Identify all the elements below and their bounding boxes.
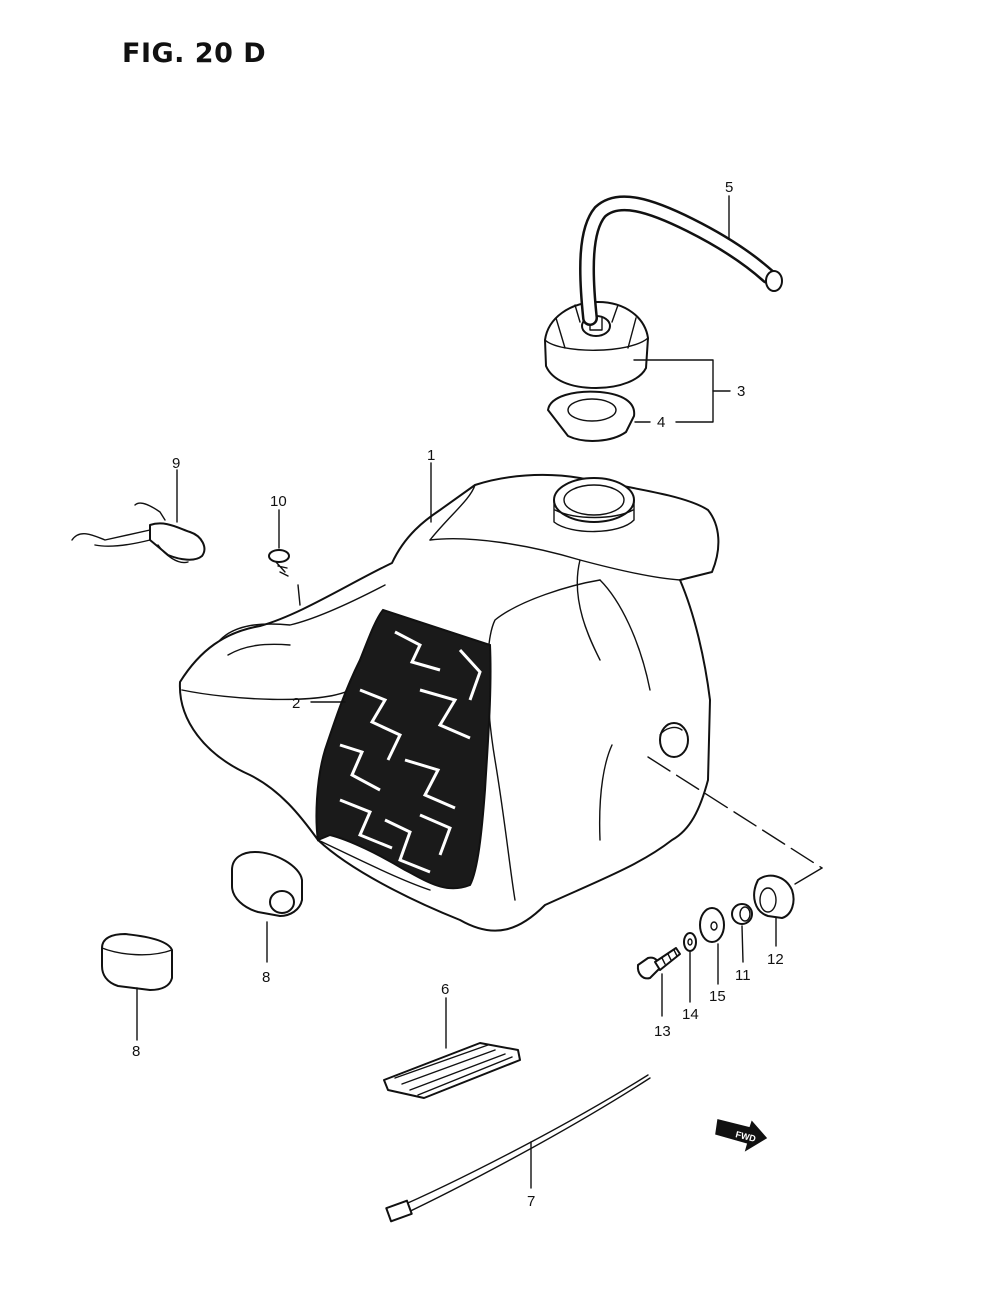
- collar: [731, 903, 753, 925]
- cushion-right: [231, 851, 303, 917]
- tank-bracket: [71, 502, 206, 564]
- callout-9: 9: [172, 455, 180, 472]
- fwd-arrow: FWD: [715, 1119, 768, 1152]
- callout-13: 13: [654, 1023, 671, 1040]
- callout-15: 15: [709, 988, 726, 1005]
- callout-5: 5: [725, 179, 733, 196]
- tank-decal: [315, 608, 492, 890]
- callout-labels: 1 2 3 4 5 6 7 8 8 9 10 11 12 13 14 15: [132, 179, 784, 1210]
- cable-tie: [385, 1074, 651, 1223]
- cap-gasket: [547, 390, 636, 442]
- callout-14: 14: [682, 1006, 699, 1023]
- washer-large: [699, 907, 725, 943]
- callout-6: 6: [441, 981, 449, 998]
- callout-4: 4: [657, 414, 665, 431]
- leader-lines: [136, 195, 823, 1189]
- screw: [268, 549, 290, 577]
- breather-hose: [579, 195, 783, 326]
- callout-8-lower: 8: [132, 1043, 140, 1060]
- callout-3: 3: [737, 383, 745, 400]
- fuel-cap: [544, 301, 649, 389]
- washer-small: [683, 932, 697, 952]
- callout-11: 11: [735, 967, 751, 984]
- protector-pad: [383, 1042, 521, 1099]
- bolt: [636, 947, 681, 980]
- grommet: [753, 874, 795, 919]
- callout-8-upper: 8: [262, 969, 270, 986]
- fwd-label: FWD: [735, 1129, 758, 1144]
- callout-12: 12: [767, 951, 784, 968]
- callout-2: 2: [292, 695, 300, 712]
- cushion-left: [101, 933, 173, 991]
- callout-1: 1: [427, 447, 435, 464]
- callout-7: 7: [527, 1193, 535, 1210]
- callout-10: 10: [270, 493, 287, 510]
- figure-title: FIG. 20 D: [122, 38, 267, 69]
